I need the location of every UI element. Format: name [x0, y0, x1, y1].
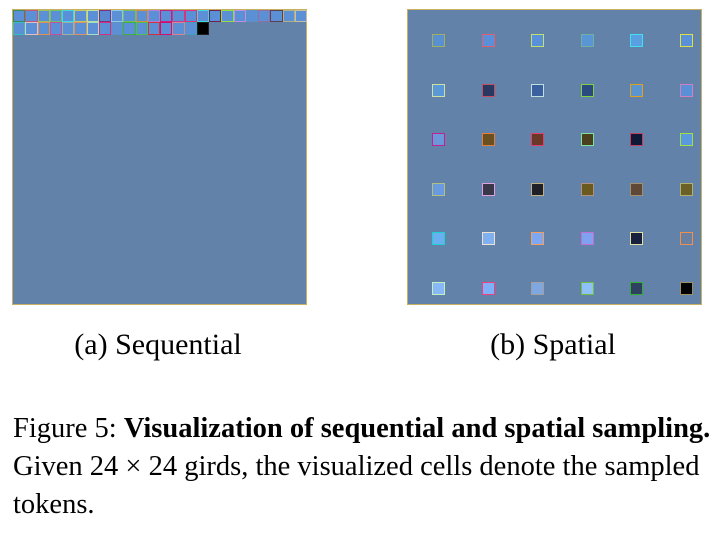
sampled-cell	[481, 133, 495, 146]
sampled-cell	[62, 10, 75, 23]
sampled-cell	[481, 232, 495, 245]
sampled-cell	[86, 10, 99, 23]
sampled-cell	[531, 83, 544, 97]
sampled-cell	[74, 22, 87, 35]
sampled-cell	[196, 10, 209, 23]
sampled-cell	[432, 182, 445, 196]
sampled-cell	[13, 10, 26, 23]
sampled-cell	[196, 22, 209, 35]
sampled-cell	[580, 182, 594, 196]
sampled-cell	[62, 22, 75, 35]
sampled-cell	[531, 232, 544, 245]
sampled-cell	[98, 10, 111, 23]
sampled-cell	[184, 10, 197, 23]
sampled-cell	[432, 281, 445, 295]
sampled-cell	[111, 10, 124, 23]
sampled-cell	[481, 182, 495, 196]
sampled-cell	[679, 34, 693, 47]
sampled-cell	[123, 10, 136, 23]
sequential-sampling-grid	[12, 9, 307, 305]
sampled-cell	[432, 232, 445, 245]
sampled-cell	[630, 232, 643, 245]
sampled-cell	[13, 22, 26, 35]
sampled-cell	[580, 34, 594, 47]
sampled-cell	[531, 182, 544, 196]
sampled-cell	[630, 133, 643, 146]
sampled-cell	[679, 182, 693, 196]
sampled-cell	[25, 22, 38, 35]
sampled-cell	[74, 10, 87, 23]
sampled-cell	[233, 10, 246, 23]
sampled-cell	[135, 10, 148, 23]
sampled-cell	[98, 22, 111, 35]
sampled-cell	[184, 22, 197, 35]
sampled-cell	[630, 83, 643, 97]
sampled-cell	[147, 10, 160, 23]
sampled-cell	[432, 133, 445, 146]
sampled-cell	[172, 10, 185, 23]
subcaption-b: (b) Spatial	[490, 328, 616, 361]
sampled-cell	[580, 232, 594, 245]
sampled-cell	[160, 22, 173, 35]
sampled-cell	[270, 10, 283, 23]
sampled-cell	[679, 133, 693, 146]
sampled-cell	[679, 232, 693, 245]
sampled-cell	[147, 22, 160, 35]
sampled-cell	[630, 34, 643, 47]
sampled-cell	[531, 34, 544, 47]
caption-bold: Visualization of sequential and spatial …	[123, 413, 711, 444]
sampled-cell	[209, 10, 222, 23]
sampled-cell	[49, 10, 62, 23]
sampled-cell	[111, 22, 124, 35]
sampled-cell	[294, 10, 307, 23]
sampled-cell	[86, 22, 99, 35]
sampled-cell	[481, 34, 495, 47]
sampled-cell	[37, 10, 50, 23]
sampled-cell	[630, 182, 643, 196]
sampled-cell	[221, 10, 234, 23]
sampled-cell	[580, 281, 594, 295]
sampled-cell	[49, 22, 62, 35]
sampled-cell	[481, 281, 495, 295]
sampled-cell	[531, 133, 544, 146]
sampled-cell	[580, 133, 594, 146]
sampled-cell	[123, 22, 136, 35]
sampled-cell	[160, 10, 173, 23]
sampled-cell	[37, 22, 50, 35]
sampled-cell	[282, 10, 295, 23]
sampled-cell	[481, 83, 495, 97]
caption-prefix: Figure 5:	[13, 413, 124, 444]
sampled-cell	[245, 10, 258, 23]
spatial-sampling-grid	[407, 9, 702, 305]
sampled-cell	[172, 22, 185, 35]
sampled-cell	[25, 10, 38, 23]
sampled-cell	[432, 34, 445, 47]
sampled-cell	[135, 22, 148, 35]
sampled-cell	[580, 83, 594, 97]
sampled-cell	[679, 281, 693, 295]
figure-caption: Figure 5: Visualization of sequential an…	[13, 410, 713, 524]
caption-rest: Given 24 × 24 girds, the visualized cell…	[13, 451, 700, 520]
sampled-cell	[630, 281, 643, 295]
subcaption-a: (a) Sequential	[74, 328, 242, 361]
sampled-cell	[258, 10, 271, 23]
sampled-cell	[679, 83, 693, 97]
sampled-cell	[531, 281, 544, 295]
sampled-cell	[432, 83, 445, 97]
